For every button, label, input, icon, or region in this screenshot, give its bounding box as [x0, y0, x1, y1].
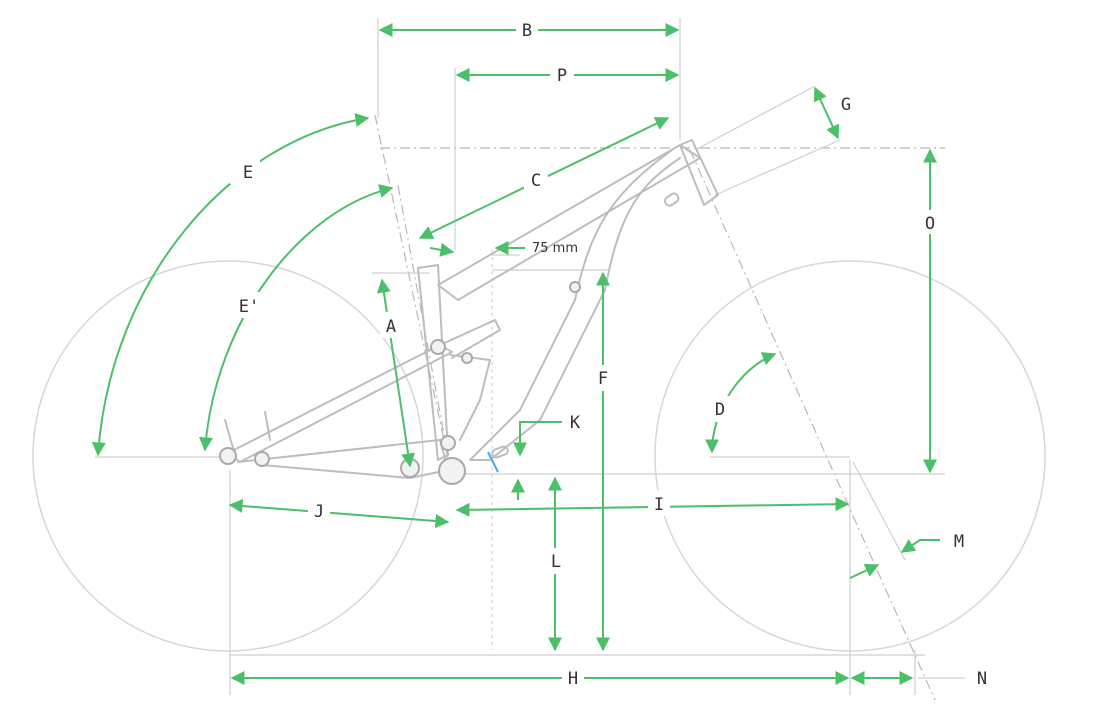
dim-k-leader — [513, 421, 562, 457]
label-m: M — [954, 532, 964, 552]
label-h: H — [568, 669, 578, 689]
dim-m-leader — [900, 539, 940, 553]
label-j: J — [314, 502, 324, 522]
steering-axis-line — [689, 149, 936, 701]
dim-m-arrow — [849, 563, 880, 579]
label-d: D — [715, 400, 725, 420]
label-n: N — [977, 669, 987, 689]
label-b: B — [522, 21, 532, 41]
label-l: L — [551, 552, 561, 572]
label-75mm: 75 mm — [532, 241, 578, 256]
dim-j — [228, 499, 450, 528]
label-o: O — [925, 214, 935, 234]
head-ext-bottom — [714, 139, 841, 196]
head-ext-top — [694, 85, 816, 151]
dim-g — [813, 86, 840, 140]
label-e-prime: E' — [239, 297, 259, 317]
label-a: A — [386, 317, 396, 337]
label-k: K — [570, 413, 581, 433]
bike-frame — [219, 139, 719, 485]
bb-offset-highlight — [487, 451, 499, 473]
dim-e-arc — [91, 113, 370, 457]
label-f: F — [598, 369, 608, 389]
label-g: G — [841, 95, 851, 115]
dim-e-prime-arc — [198, 184, 394, 452]
fork-lower-line — [852, 461, 906, 561]
dim-d-arc — [705, 352, 777, 454]
label-p: P — [557, 66, 567, 86]
label-e: E — [243, 163, 253, 183]
label-i: I — [654, 495, 664, 515]
label-c: C — [531, 171, 541, 191]
dim-75mm-left — [429, 242, 455, 257]
